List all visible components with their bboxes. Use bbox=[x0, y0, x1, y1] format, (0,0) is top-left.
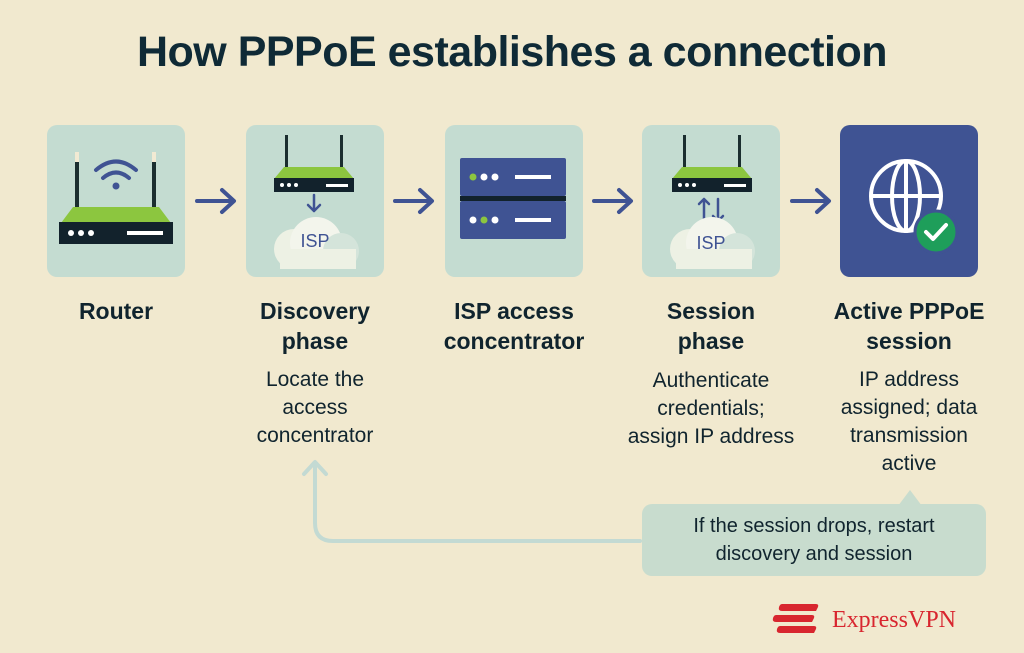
isp-text: ISP bbox=[300, 231, 330, 251]
brand-logo: ExpressVPN bbox=[772, 602, 956, 638]
cloud-icon bbox=[670, 217, 755, 269]
isp-text: ISP bbox=[696, 233, 726, 253]
diagram-title: How PPPoE establishes a connection bbox=[136, 28, 888, 76]
arrow-right-icon bbox=[393, 188, 434, 214]
arrow-right-icon bbox=[790, 188, 831, 214]
server-icon bbox=[460, 158, 566, 239]
note-pointer bbox=[898, 490, 922, 506]
check-badge-icon bbox=[913, 209, 959, 255]
session-router-icon bbox=[672, 135, 752, 223]
isp-concentrator-card bbox=[445, 125, 583, 277]
discovery-card: ISP bbox=[246, 125, 384, 277]
arrow-right-icon bbox=[195, 188, 236, 214]
cloud-icon bbox=[274, 217, 359, 269]
discovery-router-icon bbox=[274, 135, 354, 213]
loop-note: If the session drops, restart discovery … bbox=[642, 504, 986, 576]
session-card: ISP bbox=[642, 125, 780, 277]
active-session-card bbox=[840, 125, 978, 277]
router-card bbox=[47, 125, 185, 277]
arrow-right-icon bbox=[592, 188, 633, 214]
brand-name: ExpressVPN bbox=[832, 606, 956, 633]
globe-icon bbox=[869, 159, 943, 233]
step-label-router: Router bbox=[78, 298, 154, 324]
router-icon bbox=[59, 152, 173, 244]
expressvpn-logo-icon bbox=[772, 604, 819, 633]
